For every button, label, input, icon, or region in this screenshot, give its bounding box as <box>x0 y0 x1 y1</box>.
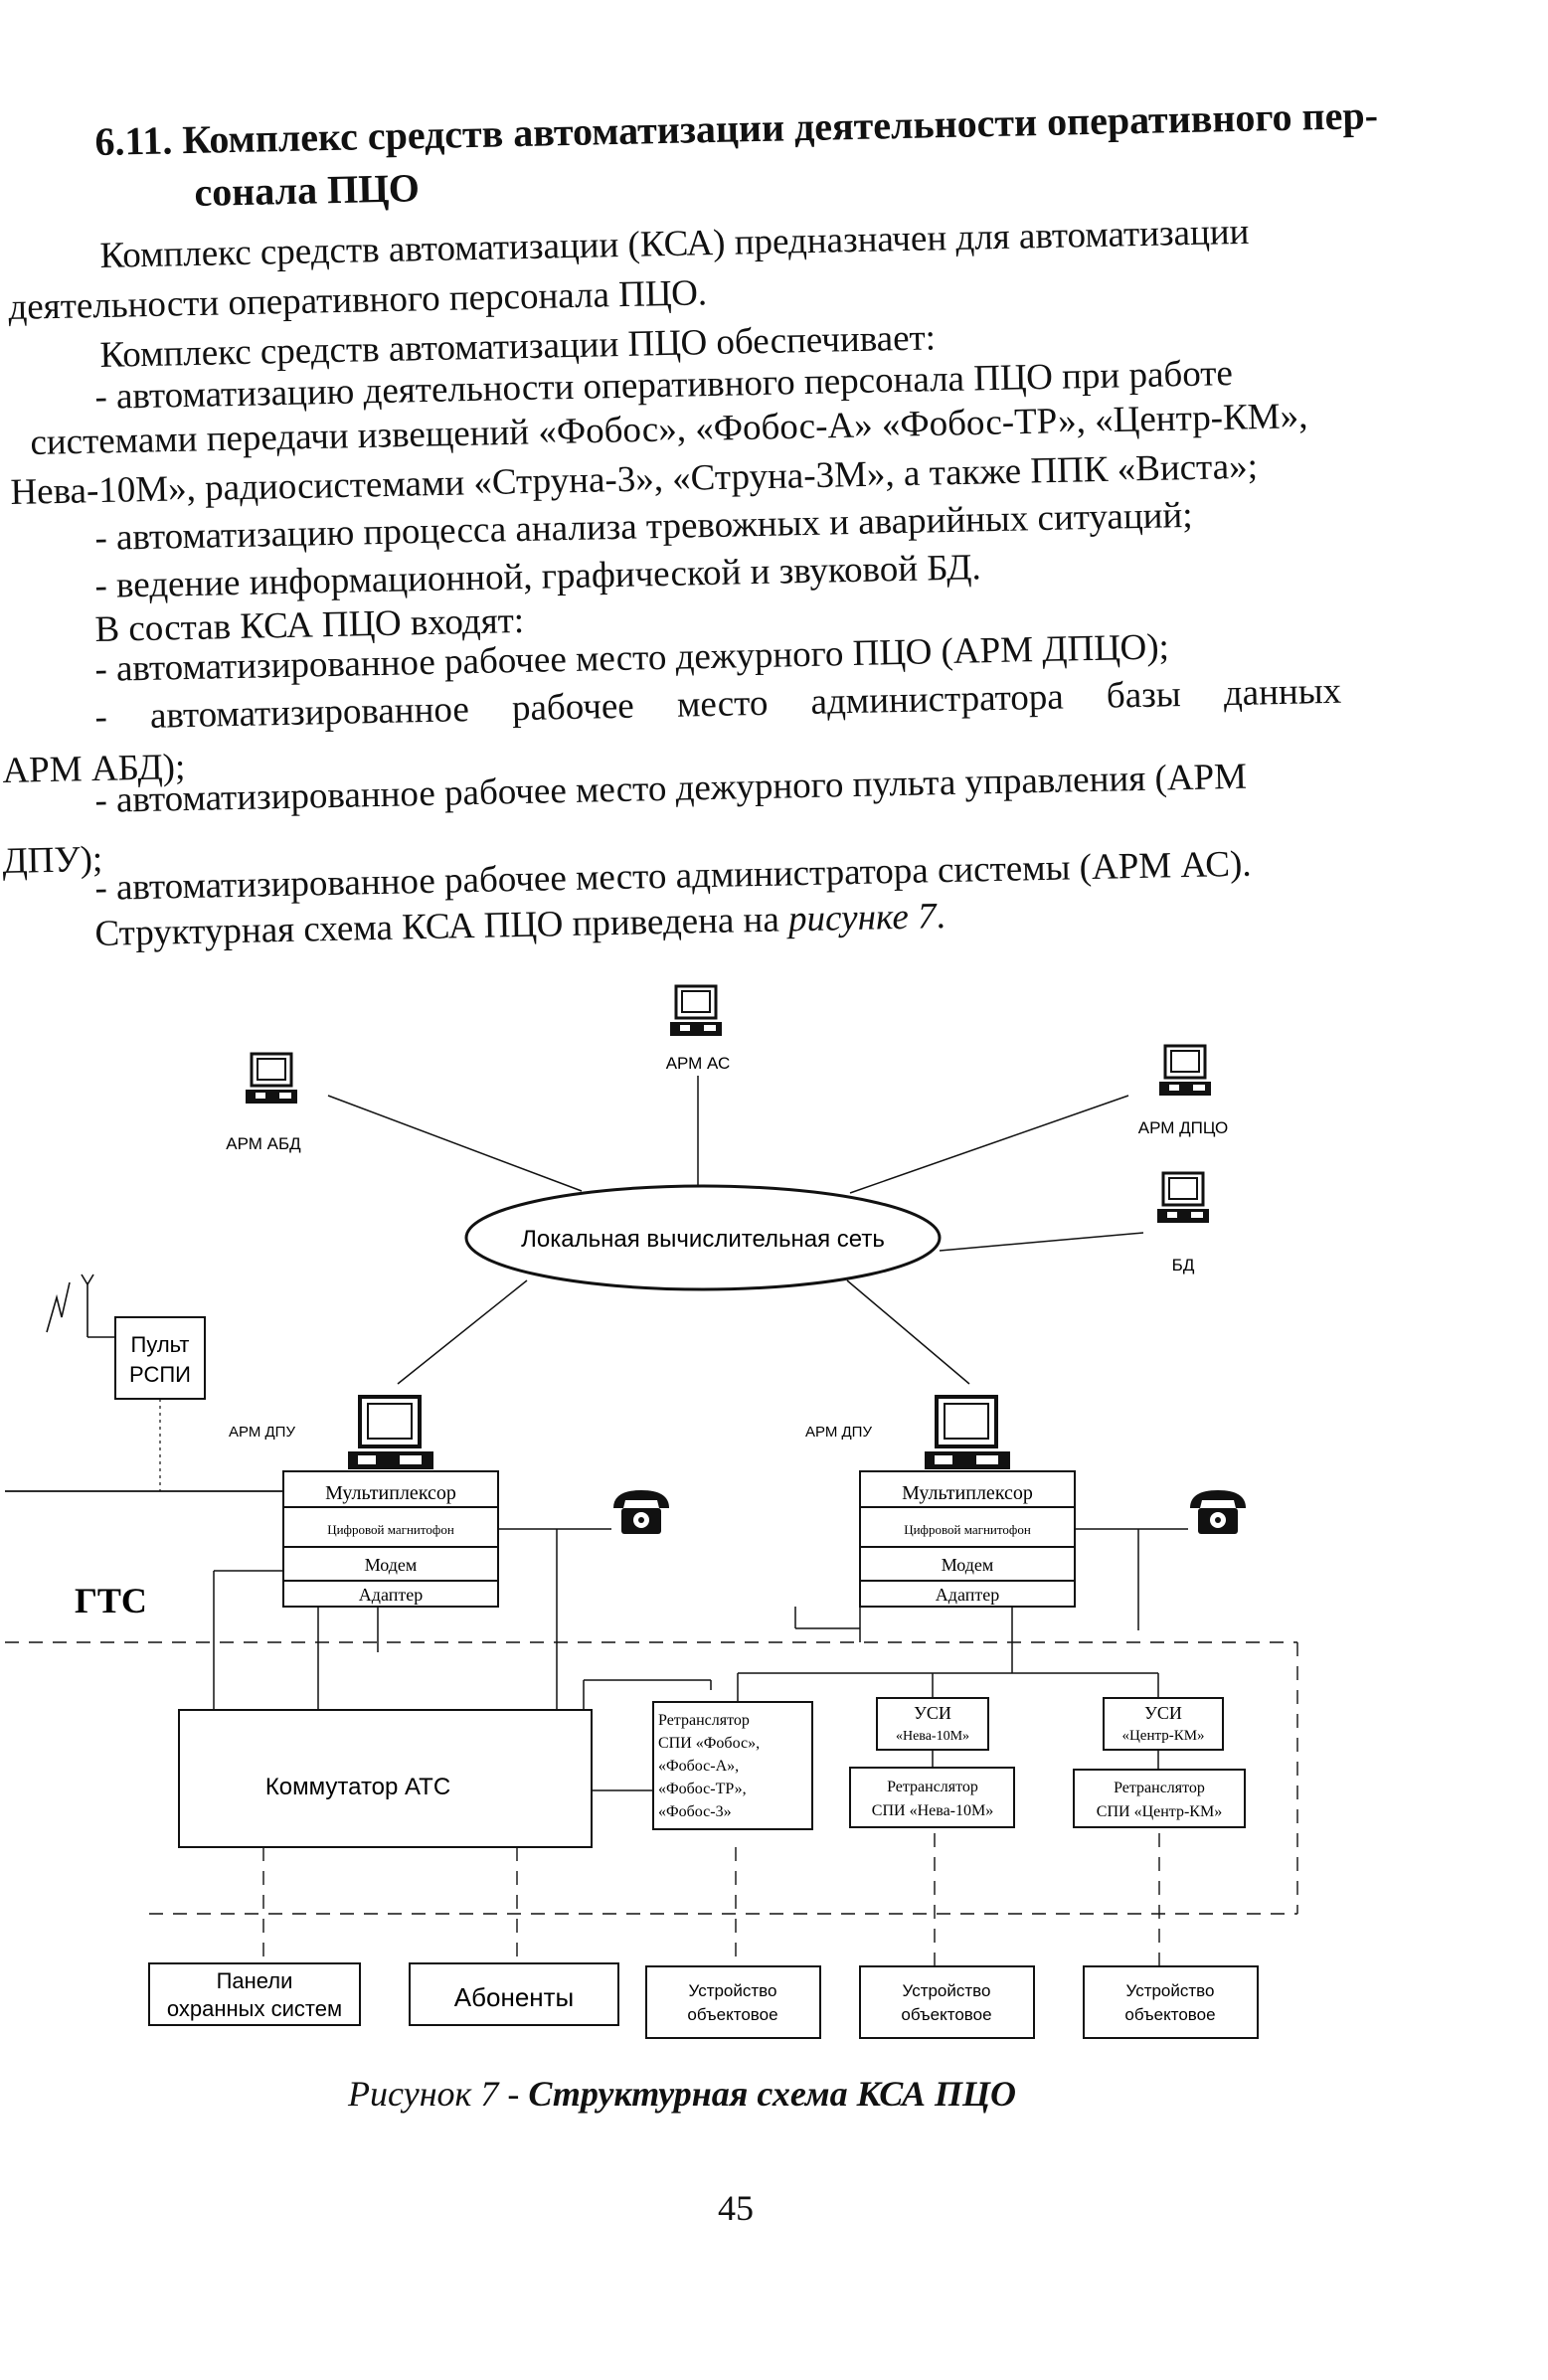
usi-centr-label: УСИ <box>1144 1703 1182 1723</box>
page-number: 45 <box>718 2188 754 2228</box>
list-item: - автоматизированное рабочее место дежур… <box>94 756 1248 821</box>
pult-rspi-label: Пульт <box>131 1332 190 1357</box>
retranslator-fobos-box <box>652 1701 813 1830</box>
arm-dpu-right-computer-icon <box>925 1395 1010 1469</box>
bd-label: БД <box>1172 1256 1195 1275</box>
ats-switch-label: Коммутатор АТС <box>265 1774 450 1800</box>
subscribers-label: Абоненты <box>454 1982 574 2012</box>
usi-centr-box <box>1103 1697 1224 1751</box>
arm-dpu-left-computer-icon <box>348 1395 433 1469</box>
retranslator-centr-label: СПИ «Центр-КМ» <box>1097 1803 1222 1820</box>
object-device-label: объектовое <box>901 2005 991 2024</box>
object-device-label: Устройство <box>903 1981 991 2000</box>
arm-as-label: АРМ АС <box>666 1054 731 1073</box>
structure-diagram: АРМ АС АРМ АБД АРМ ДПЦО БД Локальная выч… <box>5 984 1298 2039</box>
section-heading: 6.11. Комплекс средств автоматизации дея… <box>94 91 1379 164</box>
object-device-label: Устройство <box>689 1981 777 2000</box>
retranslator-neva-box <box>849 1767 1015 1828</box>
retranslator-centr-box <box>1073 1769 1246 1828</box>
object-device-box <box>645 1965 821 2039</box>
arm-dpco-label: АРМ ДПЦО <box>1138 1118 1229 1137</box>
arm-dpu-label: АРМ ДПУ <box>229 1424 295 1441</box>
retranslator-fobos-label: «Фобос-ТР», <box>658 1781 747 1797</box>
connection-lines <box>213 1529 1159 1791</box>
lan-ellipse <box>464 1184 942 1291</box>
arm-dpu-label: АРМ ДПУ <box>805 1424 872 1441</box>
antenna-icon <box>46 1274 115 1338</box>
usi-neva-label: «Нева-10М» <box>896 1729 969 1744</box>
phone-right-icon <box>1190 1490 1246 1534</box>
paragraph-line: деятельности оперативного персонала ПЦО. <box>8 272 708 328</box>
bd-computer-icon <box>1155 1171 1211 1225</box>
arm-as-computer-icon <box>668 984 724 1038</box>
adapter-label: Адаптер <box>936 1585 999 1605</box>
security-panels-label: Панели <box>217 1968 293 1993</box>
adapter-label: Адаптер <box>359 1585 423 1605</box>
object-device-label: объектовое <box>687 2005 777 2024</box>
arm-abd-computer-icon <box>244 1052 299 1105</box>
paragraph-line: ДПУ); <box>2 838 103 882</box>
object-device-box <box>1083 1965 1259 2039</box>
multiplexer-label: Мультиплексор <box>325 1482 456 1504</box>
retranslator-fobos-label: «Фобос-А», <box>658 1758 739 1775</box>
usi-centr-label: «Центр-КМ» <box>1121 1728 1204 1744</box>
retranslator-fobos-label: «Фобос-3» <box>658 1803 732 1820</box>
phone-left-icon <box>613 1490 669 1534</box>
dpu-right-stack <box>859 1470 1076 1608</box>
digital-recorder-label: Цифровой магнитофон <box>327 1522 454 1537</box>
pult-rspi-box <box>114 1316 206 1400</box>
retranslator-fobos-label: СПИ «Фобос», <box>658 1735 760 1752</box>
object-device-label: объектовое <box>1124 2005 1215 2024</box>
security-panels-box <box>148 1962 361 2026</box>
object-device-box <box>859 1965 1035 2039</box>
retranslator-fobos-label: Ретранслятор <box>658 1712 750 1729</box>
usi-neva-box <box>876 1697 989 1751</box>
lan-label: Локальная вычислительная сеть <box>521 1226 885 1253</box>
ats-switch-box <box>178 1709 593 1848</box>
section-heading-continued: сонала ПЦО <box>194 165 421 215</box>
dpu-left-stack <box>282 1470 499 1608</box>
figure-caption: Рисунок 7 - Структурная схема КСА ПЦО <box>348 2074 1016 2114</box>
retranslator-neva-label: Ретранслятор <box>887 1779 978 1795</box>
usi-neva-label: УСИ <box>914 1703 951 1723</box>
arm-abd-label: АРМ АБД <box>226 1134 301 1153</box>
pult-rspi-label: РСПИ <box>129 1362 191 1387</box>
dashed-boundaries <box>5 1641 1298 1966</box>
retranslator-neva-label: СПИ «Нева-10М» <box>872 1802 993 1819</box>
subscribers-box <box>409 1962 619 2026</box>
lan-links <box>327 1076 1144 1385</box>
paragraph-line: Комплекс средств автоматизации (КСА) пре… <box>99 211 1250 276</box>
arm-dpco-computer-icon <box>1157 1044 1213 1098</box>
security-panels-label: охранных систем <box>167 1996 342 2021</box>
retranslator-centr-label: Ретранслятор <box>1114 1780 1205 1796</box>
multiplexer-label: Мультиплексор <box>902 1482 1033 1504</box>
digital-recorder-label: Цифровой магнитофон <box>904 1522 1031 1537</box>
gts-label: ГТС <box>75 1581 147 1620</box>
modem-label: Модем <box>365 1555 418 1575</box>
modem-label: Модем <box>942 1555 994 1575</box>
object-device-label: Устройство <box>1126 1981 1215 2000</box>
